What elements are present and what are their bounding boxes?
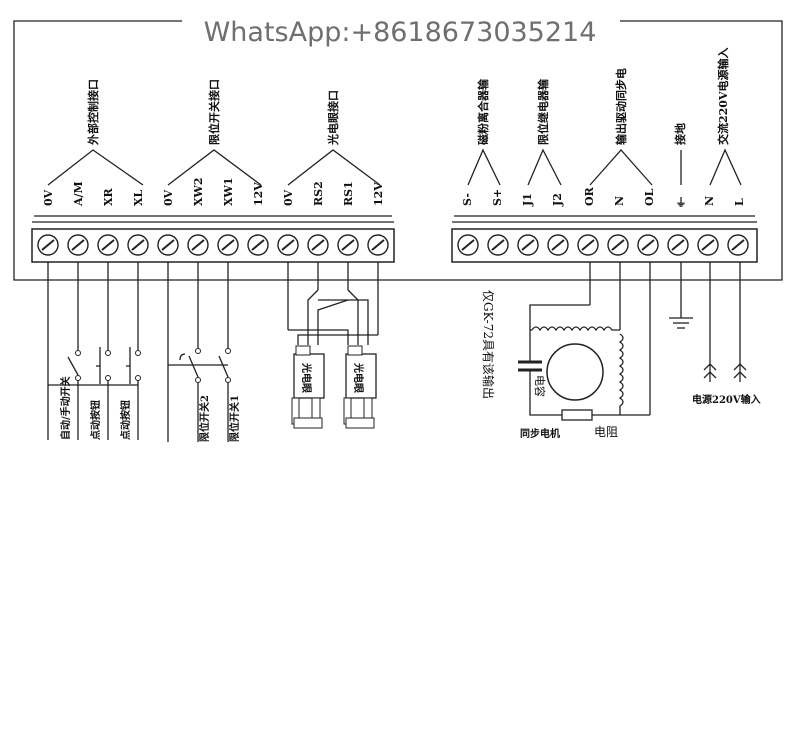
right-screw-slot-3 xyxy=(551,239,565,251)
group-label-limit-switch: 限位开关接口 xyxy=(207,79,221,145)
limit-switch-1-label: 限位开关1 xyxy=(228,395,241,442)
right-screw-slot-0 xyxy=(461,239,475,251)
terminal-label-l-power: L xyxy=(733,198,746,206)
left-screw-slot-3 xyxy=(131,239,145,251)
left-screw-slot-1 xyxy=(71,239,85,251)
left-terminal-labels: 0V A/M XR XL 0V XW2 XW1 12V 0V RS2 RS1 1… xyxy=(42,177,385,207)
limit-switch-wiring xyxy=(167,262,231,442)
resistor xyxy=(561,409,593,421)
right-screws xyxy=(457,234,749,256)
terminal-label-xw1: XW1 xyxy=(222,177,235,206)
right-screw-slot-1 xyxy=(491,239,505,251)
left-screw-slot-5 xyxy=(191,239,205,251)
terminal-label-rs2: RS2 xyxy=(312,181,325,206)
right-screw-slot-4 xyxy=(581,239,595,251)
left-screw-slot-6 xyxy=(221,239,235,251)
photo-eye-2-label: 光电眼 xyxy=(352,362,365,393)
left-screw-slot-4 xyxy=(161,239,175,251)
right-screw-slot-5 xyxy=(611,239,625,251)
terminal-label-rs1: RS1 xyxy=(342,181,355,206)
photo-eye-1-label: 光电眼 xyxy=(300,362,313,393)
gk72-note: 仅GK-72具有该输出 xyxy=(481,290,496,399)
left-screw-slot-9 xyxy=(311,239,325,251)
right-screw-slot-6 xyxy=(641,239,655,251)
group-label-power-input: 交流220V电源输入 xyxy=(716,48,730,146)
right-terminal-block xyxy=(451,215,758,263)
left-screw-slot-8 xyxy=(281,239,295,251)
terminal-label-xr: XR xyxy=(102,187,115,206)
terminal-label-12v-b: 12V xyxy=(372,182,385,206)
photo-eye-wiring xyxy=(287,262,379,345)
resistor-label: 电阻 xyxy=(594,425,618,439)
terminal-label-n-power: N xyxy=(703,196,716,206)
terminal-label-xl: XL xyxy=(132,189,145,206)
terminal-label-0v-c: 0V xyxy=(282,189,295,206)
terminal-label-ground: ⏚ xyxy=(676,196,687,209)
group-label-external-control: 外部控制接口 xyxy=(86,79,100,146)
terminal-label-s-plus: S+ xyxy=(491,189,504,206)
left-screws xyxy=(37,234,389,256)
left-terminal-block xyxy=(31,215,395,263)
fan-clutch-output xyxy=(467,148,501,186)
fan-power-input xyxy=(709,148,742,186)
auto-manual-switch xyxy=(67,350,81,385)
limit-switch-1 xyxy=(218,348,231,442)
left-screw-slot-0 xyxy=(41,239,55,251)
jog-button-1-label: 点动按钮 xyxy=(89,400,102,440)
left-screw-slot-2 xyxy=(101,239,115,251)
left-screw-slot-10 xyxy=(341,239,355,251)
left-block-body xyxy=(31,228,395,263)
terminal-label-s-minus: S- xyxy=(461,193,474,206)
fan-photo-eye xyxy=(287,149,381,186)
fan-relay-output xyxy=(527,148,562,186)
fan-motor-output xyxy=(589,149,653,186)
photo-eye-1 xyxy=(291,345,325,429)
auto-manual-switch-label: 自动/手动开关 xyxy=(59,376,72,440)
controller-enclosure xyxy=(13,20,783,281)
left-screw-slot-7 xyxy=(251,239,265,251)
ground-wiring xyxy=(669,262,693,329)
terminal-label-n-motor: N xyxy=(613,196,626,206)
power-input-wiring xyxy=(703,262,747,382)
terminal-label-0v-b: 0V xyxy=(162,189,175,206)
terminal-label-ol: OL xyxy=(643,188,656,206)
fan-limit-switch xyxy=(167,149,262,186)
right-screw-slot-7 xyxy=(671,239,685,251)
external-switch-wiring xyxy=(47,262,141,440)
right-screw-slot-9 xyxy=(731,239,745,251)
right-terminal-labels: S- S+ J1 J2 OR N OL ⏚ N L xyxy=(461,186,746,209)
terminal-label-j2: J2 xyxy=(551,193,564,207)
jog-button-2 xyxy=(126,347,141,385)
group-label-motor-output: 输出驱动同步电 xyxy=(614,68,628,145)
group-label-photo-eye: 光电眼接口 xyxy=(326,90,340,146)
capacitor-label: 电容 xyxy=(533,375,547,397)
limit-switch-2-label: 限位开关2 xyxy=(198,395,211,442)
fan-external-control xyxy=(47,149,144,186)
terminal-label-0v-a: 0V xyxy=(42,189,55,206)
terminal-label-xw2: XW2 xyxy=(192,177,205,206)
motor-wiring xyxy=(529,262,651,416)
group-label-clutch-output: 磁粉离合器输 xyxy=(476,78,490,145)
group-label-relay-output: 限位继电器输 xyxy=(536,78,550,145)
photo-eye-2 xyxy=(343,345,377,429)
group-label-ground: 接地 xyxy=(673,123,687,145)
terminal-label-or: OR xyxy=(583,186,596,206)
power-input-label: 电源220V输入 xyxy=(692,393,761,406)
right-screw-slot-8 xyxy=(701,239,715,251)
terminal-label-j1: J1 xyxy=(521,193,534,207)
motor-symbol xyxy=(546,343,604,401)
limit-switch-2 xyxy=(188,348,201,442)
right-screw-slot-2 xyxy=(521,239,535,251)
jog-button-2-label: 点动按钮 xyxy=(119,400,132,440)
capacitor xyxy=(518,360,542,372)
terminal-label-am: A/M xyxy=(72,181,85,207)
left-screw-slot-11 xyxy=(371,239,385,251)
watermark-text: WhatsApp:+8618673035214 xyxy=(182,12,618,54)
jog-button-1 xyxy=(96,347,111,385)
terminal-label-12v-a: 12V xyxy=(252,182,265,206)
motor-label: 同步电机 xyxy=(520,427,560,440)
